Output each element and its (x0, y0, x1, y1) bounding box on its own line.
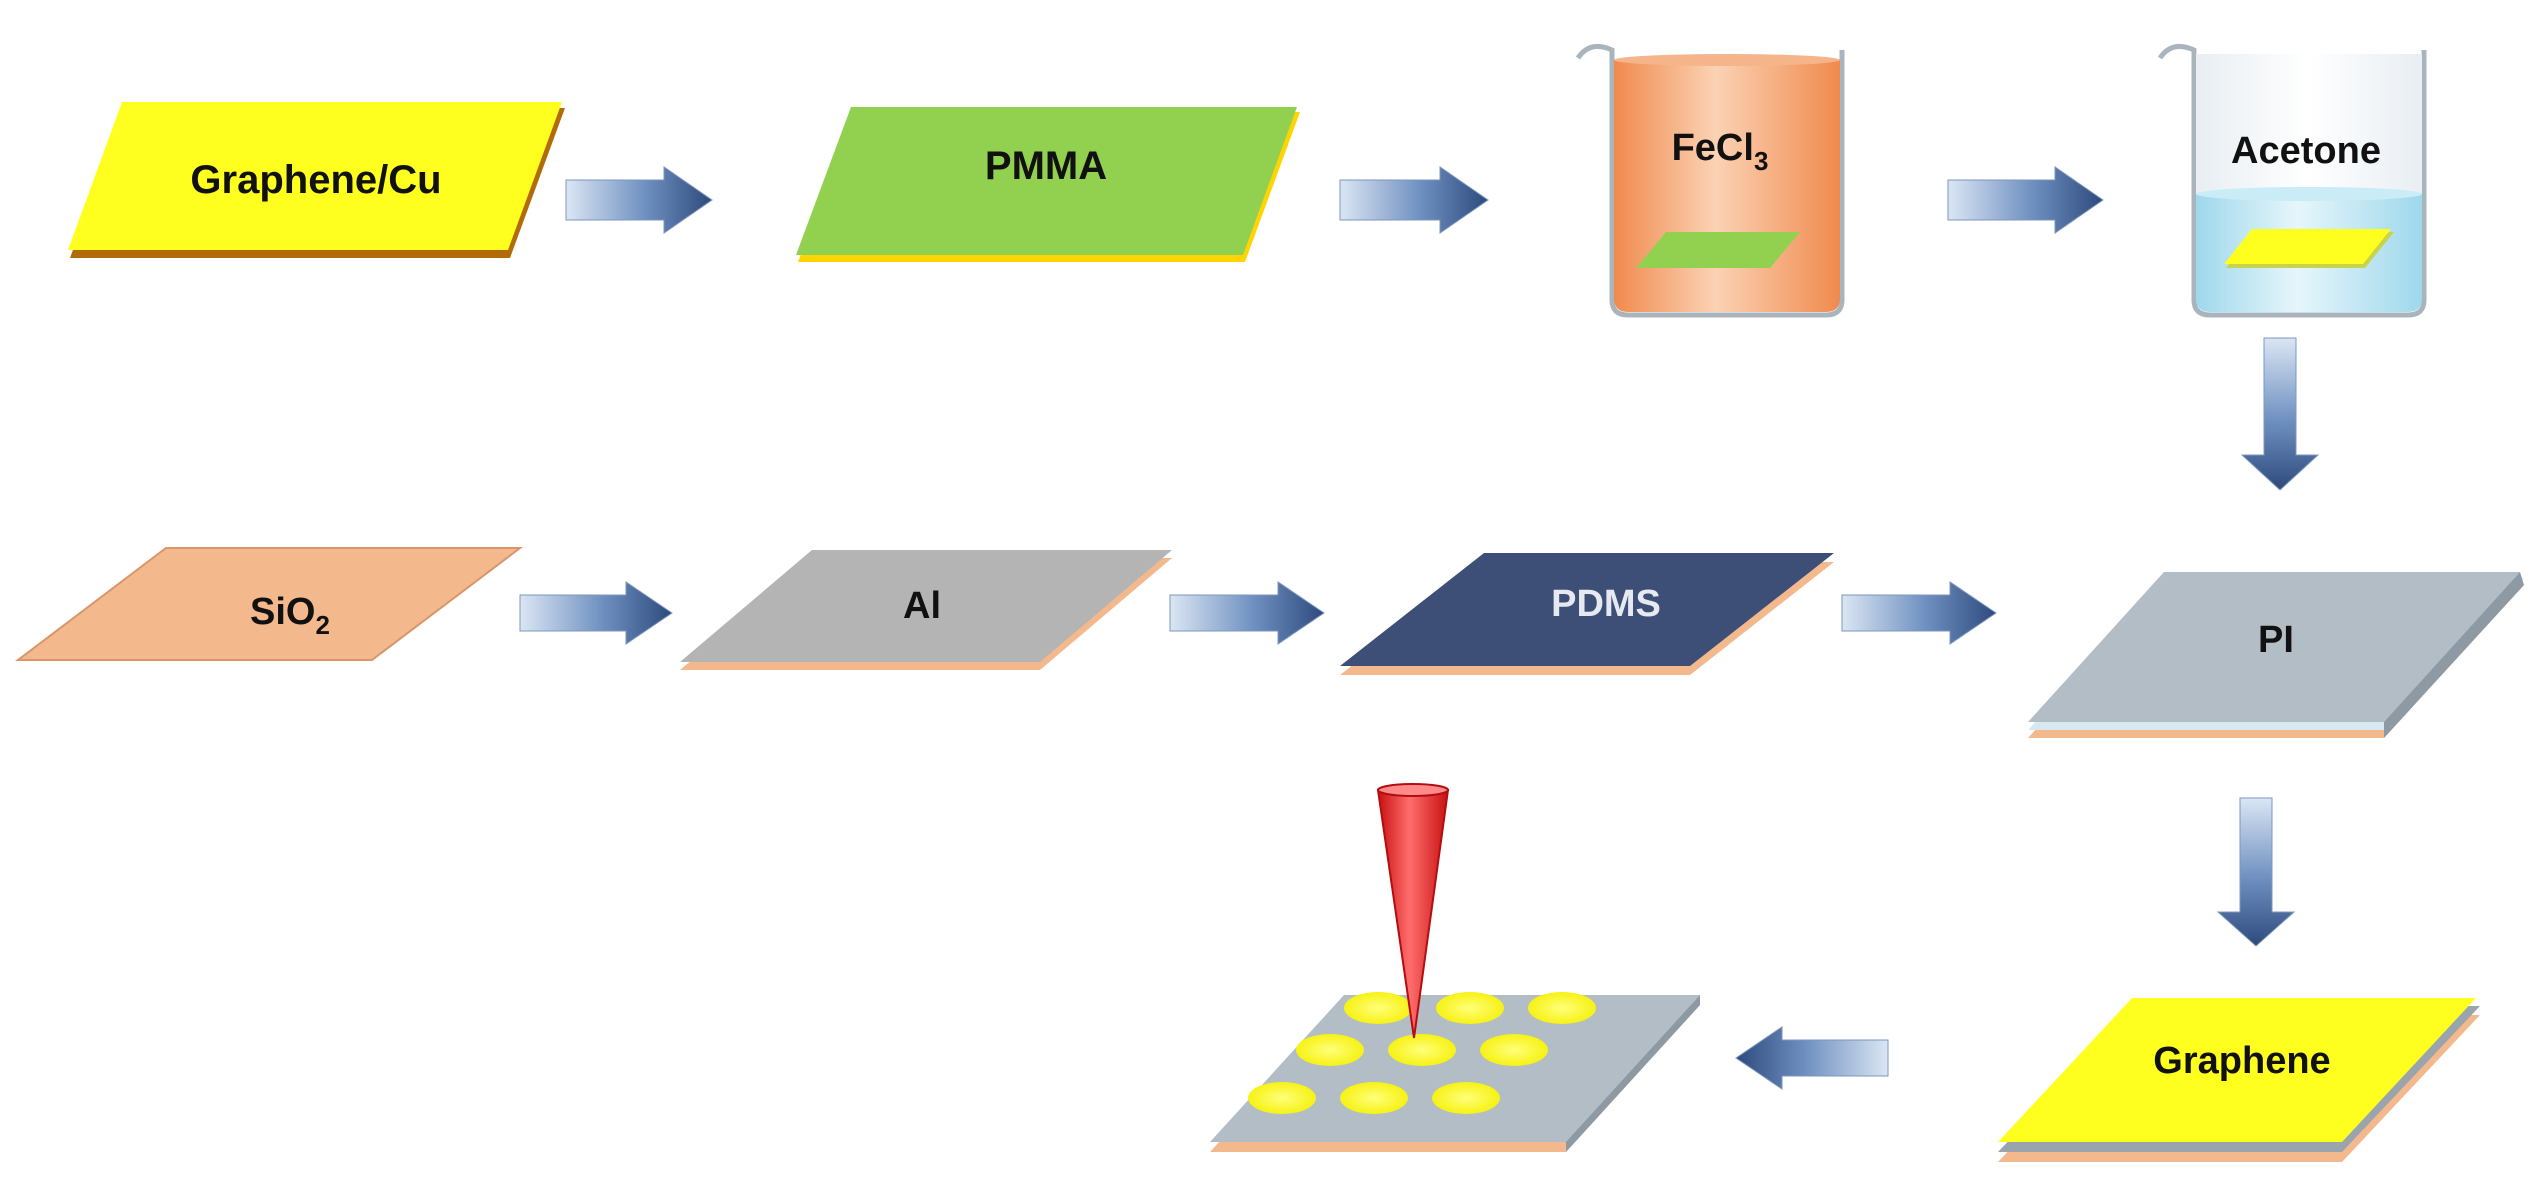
graphene-dot-array (1248, 992, 1596, 1114)
laser-beam-icon (1376, 783, 1450, 1039)
arrow-right-6 (1841, 581, 1997, 645)
arrow-left-1 (1735, 1026, 1889, 1090)
arrow-down-1 (2240, 337, 2320, 491)
graphene-cu-label: Graphene/Cu (190, 158, 441, 202)
pdms-sheet: PDMS (1340, 553, 1834, 675)
graphene-label: Graphene (2153, 1040, 2330, 1082)
arrow-right-2 (1339, 166, 1489, 234)
al-sheet: Al (680, 550, 1172, 670)
pdms-label: PDMS (1551, 583, 1661, 625)
acetone-beaker: Acetone (2157, 43, 2427, 318)
arrow-right-3 (1947, 166, 2104, 234)
al-label: Al (903, 585, 941, 627)
acetone-label: Acetone (2231, 130, 2381, 172)
arrow-right-5 (1169, 581, 1325, 645)
arrow-right-1 (565, 166, 713, 234)
patterned-graphene-device (1210, 992, 1700, 1152)
arrow-down-2 (2216, 797, 2296, 947)
arrow-right-4 (519, 581, 673, 645)
graphene-cu-sheet: Graphene/Cu (68, 102, 565, 258)
pmma-label: PMMA (985, 144, 1107, 188)
graphene-sheet: Graphene (1998, 998, 2480, 1162)
fecl3-beaker: FeCl3 (1575, 43, 1845, 318)
fecl3-label: FeCl3 (1672, 127, 1769, 176)
pmma-sheet: PMMA (796, 107, 1300, 262)
sio2-sheet: SiO2 (15, 547, 523, 661)
pi-label: PI (2258, 619, 2294, 661)
sio2-label: SiO2 (250, 591, 330, 640)
pi-sheet: PI (2028, 572, 2524, 738)
